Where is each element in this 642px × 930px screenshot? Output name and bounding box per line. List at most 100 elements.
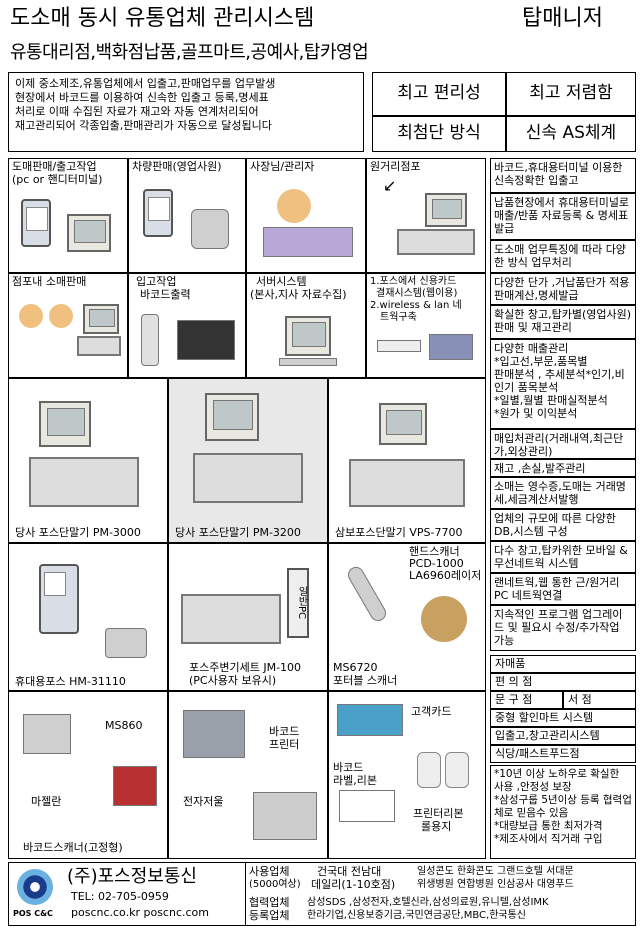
side-feature: 다양한 매출관리 *입고선,부문,품목별 판매분석 , 추세분석*인기,비인기 … bbox=[490, 339, 636, 429]
intro-line: 재고관리되어 각종입출,판매관리가 자동으로 달성됩니다 bbox=[15, 119, 272, 132]
company-web[interactable]: poscnc.co.kr poscnc.com bbox=[71, 906, 209, 919]
product-vps7700: 삼보포스단말기 VPS-7700 bbox=[328, 378, 486, 543]
sister-product-row: 중형 할인마트 시스템 bbox=[490, 709, 636, 727]
footer-label: 협력업체 bbox=[249, 896, 290, 909]
product-caption: 핸드스캐너 bbox=[409, 545, 460, 558]
product-caption: 포스주변기세트 JM-100 bbox=[189, 661, 302, 674]
person-icon bbox=[19, 304, 43, 328]
pda-icon bbox=[143, 189, 173, 237]
monitor-icon bbox=[379, 403, 427, 445]
product-caption: 프린터리본 bbox=[413, 807, 464, 820]
card-reader-icon bbox=[377, 340, 421, 352]
feature-convenience: 최고 편리성 bbox=[372, 72, 506, 116]
product-caption: 롤용지 bbox=[421, 820, 452, 833]
product-caption: 라벨,리본 bbox=[333, 774, 377, 787]
monitor-icon bbox=[39, 401, 91, 447]
product-caption: 삼보포스단말기 VPS-7700 bbox=[335, 526, 463, 539]
pos-terminal-icon bbox=[397, 229, 475, 255]
feature-fast-as: 신속 AS체계 bbox=[506, 116, 636, 152]
side-feature: 확실한 창고,탑카별(영업사원) 판매 및 재고관리 bbox=[490, 305, 636, 339]
product-caption: 전자저울 bbox=[183, 795, 224, 808]
footer-value: 삼성SDS ,삼성전자,호텔신라,삼성의료원,유니텔,삼성IMK bbox=[307, 897, 549, 908]
cell-label: 입고작업 bbox=[136, 275, 177, 288]
side-feature: 다양한 단가 ,거납품단가 적용 판매계산,명세발급 bbox=[490, 273, 636, 305]
side-feature: 업체의 규모에 따른 다양한DB,시스템 구성 bbox=[490, 509, 636, 541]
product-caption: 당사 포스단말기 PM-3000 bbox=[15, 526, 141, 539]
footer: POS C&C (주)포스정보통신 TEL: 02-705-0959 poscn… bbox=[8, 862, 636, 926]
cell-label: 바코드출력 bbox=[140, 287, 191, 301]
subtitle: 유통대리점,백화점납품,골프마트,공예사,탑카영업 bbox=[10, 42, 369, 63]
desk-icon bbox=[263, 227, 353, 257]
cell-label: 사장님/관리자 bbox=[250, 160, 315, 173]
barcode-printer-icon bbox=[183, 710, 245, 758]
pc-tower-icon: 일반PC bbox=[287, 568, 309, 638]
monitor-icon bbox=[83, 304, 119, 334]
product-caption: 바코드 bbox=[269, 725, 300, 738]
product-caption: 바코드 bbox=[333, 761, 364, 774]
product-caption: 포터블 스캐너 bbox=[333, 674, 398, 687]
keyboard-icon bbox=[279, 358, 337, 366]
product-caption: PCD-1000 bbox=[409, 557, 464, 570]
monitor-icon bbox=[425, 193, 467, 227]
side-feature: 도소매 업무특징에 따라 다양한 방식 업무처리 bbox=[490, 240, 636, 273]
product-caption: MS6720 bbox=[333, 661, 378, 674]
product-caption: (PC사용자 보유시) bbox=[189, 674, 277, 687]
cell-label: 1.포스에서 신용카드 bbox=[370, 276, 457, 287]
side-feature: 랜네트웍,웹 통한 근/원거리 PC 네트웍연결 bbox=[490, 573, 636, 605]
side-feature: 다수 창고,탑카위한 모바일 & 무선네트웍 시스템 bbox=[490, 541, 636, 573]
footer-value: 한라기업,신용보증기금,국민연금공단,MBC,한국통신 bbox=[307, 910, 527, 921]
sister-product-row: 식당/패스트푸드점 bbox=[490, 745, 636, 763]
note-line: *대량보급 통한 최저가격 bbox=[494, 820, 603, 832]
sister-products-head: 자매품 bbox=[490, 655, 636, 673]
cell-receiving: 입고작업 바코드출력 bbox=[128, 273, 246, 378]
cell-label: 결재시스템(웹이용) bbox=[376, 288, 458, 299]
product-caption: 프린터 bbox=[269, 738, 300, 751]
barcode-label-icon bbox=[339, 790, 395, 822]
product-caption: 바코드스캐너(고정형) bbox=[23, 841, 123, 854]
paper-roll-icon bbox=[417, 752, 441, 788]
footer-label: 사용업체 bbox=[249, 865, 290, 878]
pda-icon bbox=[21, 199, 51, 247]
company-name: (주)포스정보통신 bbox=[67, 866, 197, 887]
pos-terminal-icon bbox=[77, 336, 121, 356]
cash-drawer-icon bbox=[349, 459, 465, 507]
cash-drawer-icon bbox=[193, 453, 303, 503]
company-tel: TEL: 02-705-0959 bbox=[71, 890, 169, 903]
brand-name: 탑매니저 bbox=[522, 6, 603, 31]
sister-product-row: 입출고,창고관리시스템 bbox=[490, 727, 636, 745]
cell-label: (pc or 핸디터미널) bbox=[12, 172, 103, 186]
intro-line: 이제 중소제조,유통업체에서 입출고,판매업무를 업무발생 bbox=[15, 77, 276, 90]
footer-value: 건국대 전남대 bbox=[317, 865, 382, 878]
company-logo-icon bbox=[17, 869, 53, 905]
product-caption: MS860 bbox=[105, 719, 143, 732]
paper-roll-icon bbox=[445, 752, 469, 788]
cell-label: (본사,지사 자료수집) bbox=[250, 287, 347, 301]
person-icon bbox=[49, 304, 73, 328]
side-feature: 소매는 영수증,도매는 거래명세,세금계산서발행 bbox=[490, 477, 636, 509]
sister-product-row: 서 점 bbox=[563, 691, 636, 709]
footer-value: 일성콘도 한화콘도 그랜드호텔 서대문 bbox=[417, 866, 574, 877]
arrow-icon: ↙ bbox=[383, 176, 397, 195]
intro-box: 이제 중소제조,유통업체에서 입출고,판매업무를 업무발생 현장에서 바코드를 … bbox=[8, 72, 364, 152]
customer-card-icon bbox=[337, 704, 403, 736]
hand-scanner-icon bbox=[345, 564, 389, 624]
flatbed-scanner-icon bbox=[23, 714, 71, 754]
cell-server: 서버시스템 (본사,지사 자료수집) bbox=[246, 273, 366, 378]
intro-line: 처리로 이때 수집된 자료가 재고와 자동 연계처리되어 bbox=[15, 105, 259, 118]
cell-label: 원거리점포 bbox=[370, 160, 421, 173]
cash-drawer-icon bbox=[181, 594, 281, 644]
cell-manager: 사장님/관리자 bbox=[246, 158, 366, 273]
footer-label: 등록업체 bbox=[249, 909, 290, 922]
intro-line: 현장에서 바코드를 이용하여 신속한 입출고 등록,명세표 bbox=[15, 91, 269, 104]
feature-modern: 최첨단 방식 bbox=[372, 116, 506, 152]
product-pm3000: 당사 포스단말기 PM-3000 bbox=[8, 378, 168, 543]
product-caption: LA6960레이저 bbox=[409, 569, 482, 582]
cell-label: 트웍구축 bbox=[380, 312, 417, 323]
page-title: 도소매 동시 유통업체 관리시스템 bbox=[10, 6, 315, 31]
side-feature: 납품현장에서 휴대용터미널로 매출/반품 자료등록 & 명세표 발급 bbox=[490, 193, 636, 240]
barcode-printer-icon bbox=[177, 320, 235, 360]
sister-product-row: 편 의 점 bbox=[490, 673, 636, 691]
footer-value: 데일리(1-10호점) bbox=[311, 878, 396, 891]
product-fixed-scanner: MS860 마젤란 바코드스캐너(고정형) bbox=[8, 691, 168, 859]
feature-low-price: 최고 저렴함 bbox=[506, 72, 636, 116]
